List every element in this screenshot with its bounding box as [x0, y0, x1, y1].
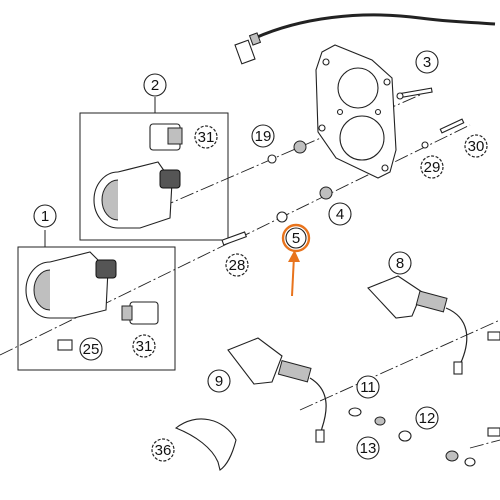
callout-30-label: 30: [468, 138, 485, 155]
callout-12-label: 12: [419, 410, 436, 427]
callout-4: 4: [328, 202, 352, 226]
cover-36: [174, 418, 237, 471]
callout-29: 29: [420, 155, 444, 179]
callout-12: 12: [415, 406, 439, 430]
callout-8: 8: [388, 251, 412, 275]
callout-25-label: 25: [83, 341, 100, 358]
callout-4-label: 4: [336, 206, 344, 223]
callout-9: 9: [207, 369, 231, 393]
wiring-harness: [234, 13, 496, 65]
callout-8-label: 8: [396, 255, 404, 272]
callout-19-label: 19: [255, 128, 272, 145]
headlight-box-1: [17, 230, 176, 371]
callout-25: 25: [79, 337, 103, 361]
callout-30: 30: [464, 134, 488, 158]
callout-2: 2: [143, 73, 167, 97]
callout-36-label: 36: [155, 442, 172, 459]
callout-3: 3: [415, 50, 439, 74]
callout-11-label: 11: [360, 379, 376, 396]
headlight-box-2: [79, 97, 229, 241]
callout-9-label: 9: [215, 373, 223, 390]
callout-19: 19: [251, 124, 275, 148]
callout-5: 5: [281, 223, 311, 253]
callout-3-label: 3: [423, 54, 431, 71]
callout-36: 36: [151, 438, 175, 462]
axis-hardware: [221, 87, 465, 246]
callout-5-label: 5: [292, 230, 300, 247]
highlight-arrow: [288, 250, 300, 297]
callout-31-lower: 31: [132, 334, 156, 358]
mounting-plate: [315, 44, 397, 179]
callout-29-label: 29: [424, 159, 441, 176]
callouts: 1 2 3 4 5 8: [33, 50, 488, 462]
callout-31-upper-label: 31: [198, 129, 215, 146]
small-washers: [348, 331, 500, 467]
callout-31-upper: 31: [194, 125, 218, 149]
turn-signal-8: [367, 275, 468, 375]
callout-13-label: 13: [360, 440, 377, 457]
callout-31-lower-label: 31: [136, 338, 153, 355]
callout-1-label: 1: [41, 208, 49, 225]
callout-11: 11: [356, 375, 380, 399]
turn-signal-9: [227, 337, 327, 443]
callout-1: 1: [33, 204, 57, 228]
callout-2-label: 2: [151, 77, 159, 94]
callout-28-label: 28: [229, 257, 246, 274]
callout-13: 13: [356, 436, 380, 460]
callout-28: 28: [225, 253, 249, 277]
